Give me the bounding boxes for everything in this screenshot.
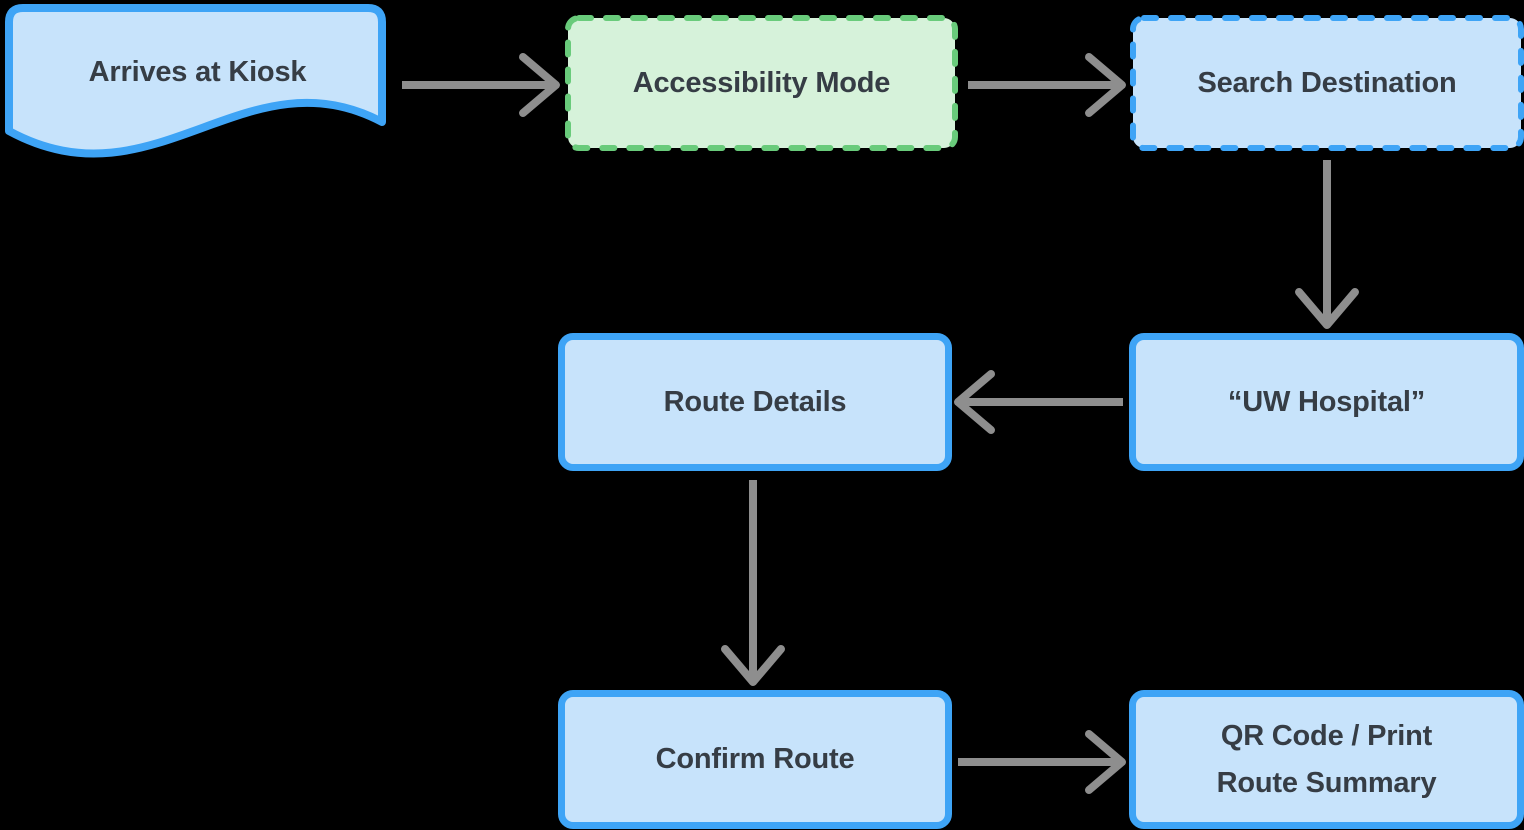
node-label: Search Destination [1197,66,1457,99]
arrow-search-to-uw-hospital [1295,160,1359,329]
node-qr-code-print-route-summary: QR Code / Print Route Summary [1129,690,1524,829]
arrow-uw-hospital-to-route-details [954,370,1123,434]
node-arrives-at-kiosk: Arrives at Kiosk [0,0,395,175]
node-label: QR Code / Print Route Summary [1217,713,1437,807]
node-uw-hospital: “UW Hospital” [1129,333,1524,471]
node-label: “UW Hospital” [1227,385,1426,418]
arrow-route-details-to-confirm [721,480,785,686]
arrow-confirm-to-qr [958,730,1126,794]
arrow-arrives-to-accessibility [402,53,560,117]
node-label-line-2: Route Summary [1216,766,1437,799]
node-label: Arrives at Kiosk [88,56,307,88]
arrow-accessibility-to-search [968,53,1126,117]
node-accessibility-mode: Accessibility Mode [565,15,958,151]
dashed-border-blue [1130,15,1524,151]
dashed-border-green [565,15,958,151]
node-route-details: Route Details [558,333,952,471]
document-shape [5,4,386,158]
node-search-destination: Search Destination [1130,15,1524,151]
node-label: Accessibility Mode [632,66,891,99]
node-confirm-route: Confirm Route [558,690,952,829]
node-label-line-1: QR Code / Print [1220,719,1433,752]
node-label: Confirm Route [655,743,855,776]
node-label: Route Details [663,385,847,418]
